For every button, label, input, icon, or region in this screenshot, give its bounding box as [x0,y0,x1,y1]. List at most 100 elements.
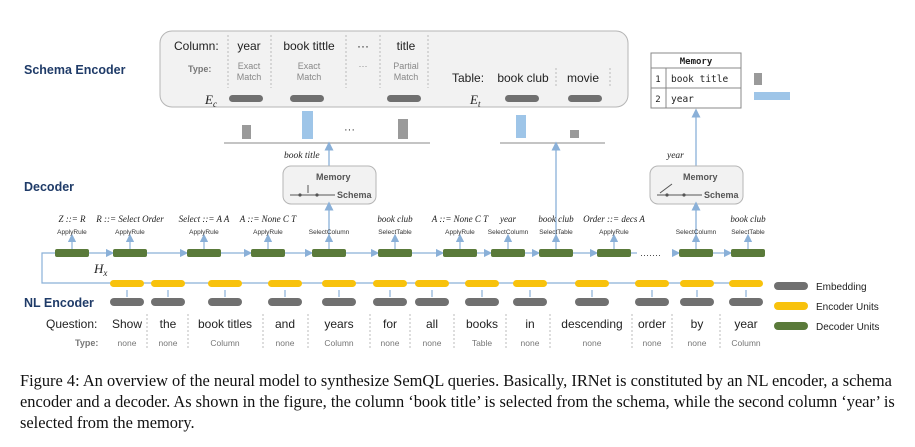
encoder-unit [575,280,609,287]
decoder-unit [187,249,221,257]
schema-embedding [229,95,263,102]
question-token: by [691,317,704,331]
decoder-step-value: A ::= None C T [431,214,489,224]
decoder-step-value: Order ::= decs A [583,214,645,224]
decoder-unit [55,249,89,257]
question-token: for [383,317,397,331]
svg-text:Schema: Schema [704,190,740,200]
schema-column-name: title [397,39,416,53]
decoder-unit [113,249,147,257]
schema-column-name: book tittle [283,39,335,53]
decoder-action-label: ApplyRule [115,229,145,236]
encoder-unit [373,280,407,287]
decoder-action-label: ApplyRule [253,229,283,236]
legend-label: Decoder Units [816,322,879,333]
question-token: in [525,317,534,331]
schema-column-type: ··· [359,61,368,71]
selected-year-label: year [666,151,684,161]
question-token-type: none [521,338,540,348]
legend-swatch [774,302,808,310]
encoder-unit [208,280,242,287]
schema-column-label: Column: [174,39,219,53]
schema-table-label: Table: [452,71,484,85]
question-type-label: Type: [75,338,98,348]
attention-ellipsis: ··· [344,124,355,136]
attention-bar [516,115,526,138]
token-embedding [415,298,449,306]
question-token: years [324,317,353,331]
decoder-step-value: book club [538,214,574,224]
encoder-unit [322,280,356,287]
decoder-step-value: book club [730,214,766,224]
svg-text:Memory: Memory [316,172,351,182]
question-label: Question: [46,317,97,331]
hx-connector [41,252,112,284]
decoder-unit [539,249,573,257]
decoder-unit [491,249,525,257]
decoder-action-label: SelectTable [378,229,412,236]
memory-row-index: 2 [655,95,660,105]
schema-table-name: book club [497,71,549,85]
schema-type-label: Type: [188,64,211,74]
encoder-unit [513,280,547,287]
question-token: all [426,317,438,331]
svg-text:Schema: Schema [337,190,373,200]
memory-title: Memory [680,57,713,67]
memory-attention-bar [754,92,790,100]
schema-embedding [290,95,324,102]
schema-column-name: year [237,39,260,53]
question-token-type: Column [731,338,761,348]
token-embedding [110,298,144,306]
question-token-type: Table [472,338,493,348]
schema-encoder-label: Schema Encoder [24,63,126,77]
decoder-action-label: SelectColumn [309,229,350,236]
legend-label: Embedding [816,282,867,293]
schema-embedding [387,95,421,102]
question-token: order [638,317,666,331]
decoder-action-label: SelectColumn [488,229,529,236]
memory-row-text: book title [671,74,728,85]
legend-label: Encoder Units [816,302,879,313]
question-token-type: none [159,338,178,348]
decoder-unit [378,249,412,257]
decoder-step-value: Z ::= R [58,214,86,224]
memory-table: Memory 1 book title 2 year [650,52,742,109]
token-embedding [373,298,407,306]
ec-symbol: Ec [204,92,217,109]
memory-attention-bar [754,73,762,85]
question-token-type: none [688,338,707,348]
svg-text:Memory: Memory [683,172,718,182]
encoder-unit [635,280,669,287]
token-embedding [575,298,609,306]
schema-column-name: ··· [357,39,369,53]
schema-table-name: movie [567,71,599,85]
decoder-action-label: SelectTable [539,229,573,236]
question-token: Show [112,317,142,331]
encoder-unit [110,280,144,287]
question-token: descending [561,317,622,331]
token-embedding [465,298,499,306]
question-token: books [466,317,498,331]
decoder-ellipsis: ······· [640,250,661,260]
encoder-unit [465,280,499,287]
question-token: the [160,317,177,331]
decoder-unit [731,249,765,257]
schema-encoder-box [159,30,629,108]
decoder-unit [251,249,285,257]
attention-bar [302,111,313,139]
decoder-label: Decoder [24,180,75,194]
attention-bar [570,130,579,138]
decoder-step-value: year [499,214,516,224]
token-embedding [680,298,714,306]
legend-swatch [774,322,808,330]
et-symbol: Et [469,92,481,109]
question-token-type: none [643,338,662,348]
decoder-action-label: ApplyRule [599,229,629,236]
memory-row-text: year [671,94,694,105]
token-embedding [208,298,242,306]
question-token: and [275,317,295,331]
question-token-type: none [583,338,602,348]
